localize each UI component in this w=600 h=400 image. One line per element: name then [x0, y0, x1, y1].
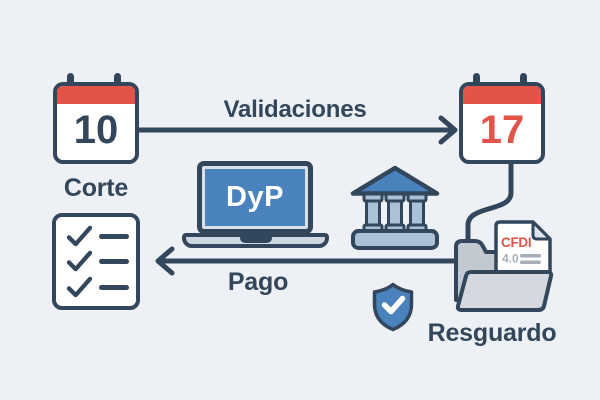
- bank-icon: [350, 165, 440, 250]
- checklist-line: [99, 259, 129, 264]
- corte-day-number: 10: [73, 108, 119, 152]
- pago-label: Pago: [227, 268, 289, 296]
- calendar-peg-icon: [520, 73, 527, 90]
- calendar-body: 10: [53, 82, 139, 164]
- laptop-icon: DyP: [197, 161, 313, 234]
- checklist-line: [99, 233, 129, 239]
- checklist-line: [99, 284, 129, 290]
- document-text-line: [520, 260, 541, 264]
- calendar-corte-icon: 10: [53, 73, 139, 165]
- cfdi-document-version: 4.0: [502, 252, 519, 266]
- checklist-row: [66, 276, 129, 298]
- dyp-screen-label: DyP: [226, 181, 284, 213]
- checklist-row: [66, 225, 129, 247]
- calendar-peg-icon: [114, 73, 121, 90]
- corte-label: Corte: [63, 174, 129, 202]
- calendar-header: [463, 86, 541, 104]
- cfdi-document-title: CFDI: [501, 235, 531, 250]
- folder-cfdi-icon: CFDI 4.0: [454, 220, 554, 312]
- document-fold-corner: [531, 220, 552, 241]
- resguardo-label: Resguardo: [427, 319, 557, 347]
- shield-check-icon: [372, 282, 414, 332]
- calendar-to-folder-connector: [465, 157, 514, 255]
- calendar-deadline-icon: 17: [459, 73, 545, 165]
- calendar-body: 17: [459, 82, 545, 164]
- left-arrowhead-icon: [155, 246, 175, 276]
- shield-checkmark: [381, 295, 406, 315]
- deadline-day-number: 17: [479, 108, 525, 152]
- checkmark-icon: [66, 250, 93, 272]
- checkmark-icon: [66, 276, 93, 297]
- laptop-base: [182, 233, 329, 248]
- checklist-row: [66, 250, 129, 272]
- calendar-peg-icon: [67, 73, 74, 90]
- laptop-notch: [239, 237, 272, 243]
- right-arrowhead-icon: [438, 115, 458, 145]
- document-text-line: [520, 254, 541, 258]
- calendar-peg-icon: [473, 73, 480, 90]
- checklist-icon: [52, 213, 140, 310]
- calendar-header: [57, 86, 135, 104]
- validaciones-label: Validaciones: [223, 96, 367, 123]
- checkmark-icon: [66, 225, 93, 246]
- folder-front-panel: [455, 270, 554, 312]
